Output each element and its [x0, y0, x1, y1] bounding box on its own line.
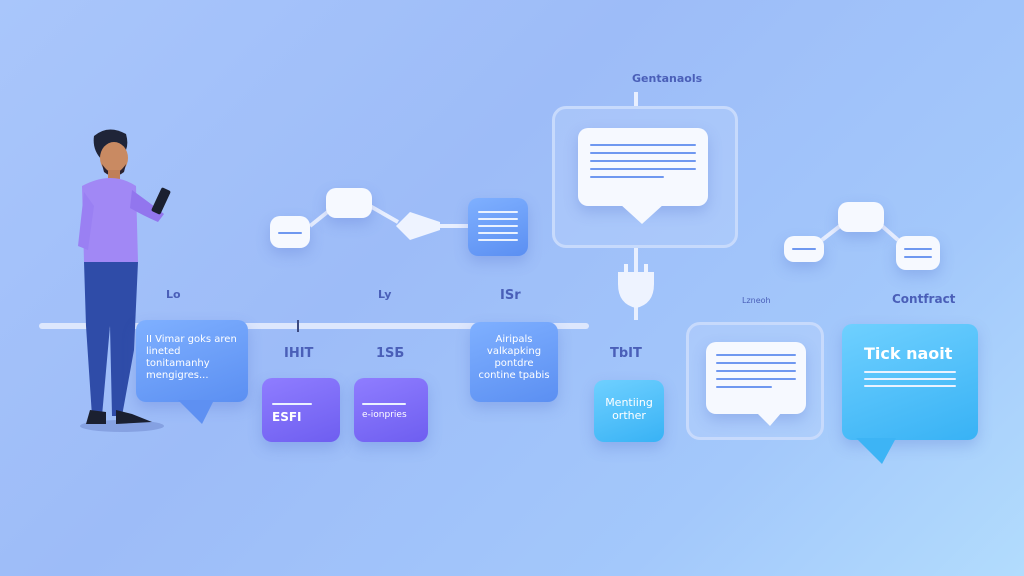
label-small-mid: Ly: [378, 288, 392, 301]
label-ihit: IHIT: [284, 346, 314, 361]
label-contract: Contfract: [892, 292, 956, 306]
label-tbit: TbIT: [610, 346, 642, 361]
right-document-tail: [756, 412, 782, 426]
node-small-right-2[interactable]: [896, 236, 940, 270]
central-document[interactable]: [578, 128, 708, 206]
card-tick-tail: [856, 438, 896, 464]
card-esfi[interactable]: ESFI: [262, 378, 340, 442]
top-label-text: Gentanaols: [632, 72, 703, 85]
node-small-1[interactable]: [270, 216, 310, 248]
card-emponpes[interactable]: e-ionpries: [354, 378, 428, 442]
right-document[interactable]: [706, 342, 806, 414]
card-tick[interactable]: Tick naoit: [842, 324, 978, 440]
node-diamond[interactable]: [392, 208, 444, 244]
left-callout-tail: [178, 400, 214, 424]
card-airpals-text: Airipals valkapking pontdre contine tpab…: [478, 334, 550, 381]
label-small-right: Lzneoh: [742, 296, 771, 305]
card-tick-title: Tick naoit: [864, 344, 953, 363]
left-callout: II Vimar goks aren lineted tonitamanhy m…: [136, 320, 248, 402]
plug-icon: [618, 264, 654, 308]
card-airpals[interactable]: Airipals valkapking pontdre contine tpab…: [470, 322, 558, 402]
card-emponpes-label: e-ionpries: [362, 410, 407, 420]
central-document-tail: [620, 204, 664, 224]
top-label: Gentanaols: [632, 72, 702, 85]
node-pill-right[interactable]: [838, 202, 884, 232]
label-small-left: Lo: [166, 288, 181, 301]
node-small-right-1[interactable]: [784, 236, 824, 262]
left-callout-text: II Vimar goks aren lineted tonitamanhy m…: [146, 334, 237, 381]
node-pill[interactable]: [326, 188, 372, 218]
label-isr: ISr: [500, 288, 521, 303]
node-list-card[interactable]: [468, 198, 528, 256]
card-mentiing-text: Mentiing orther: [605, 396, 653, 422]
card-mentiing[interactable]: Mentiing orther: [594, 380, 664, 442]
card-esfi-label: ESFI: [272, 410, 302, 424]
label-isb: 1SБ: [376, 346, 405, 361]
person-illustration: [78, 129, 171, 432]
